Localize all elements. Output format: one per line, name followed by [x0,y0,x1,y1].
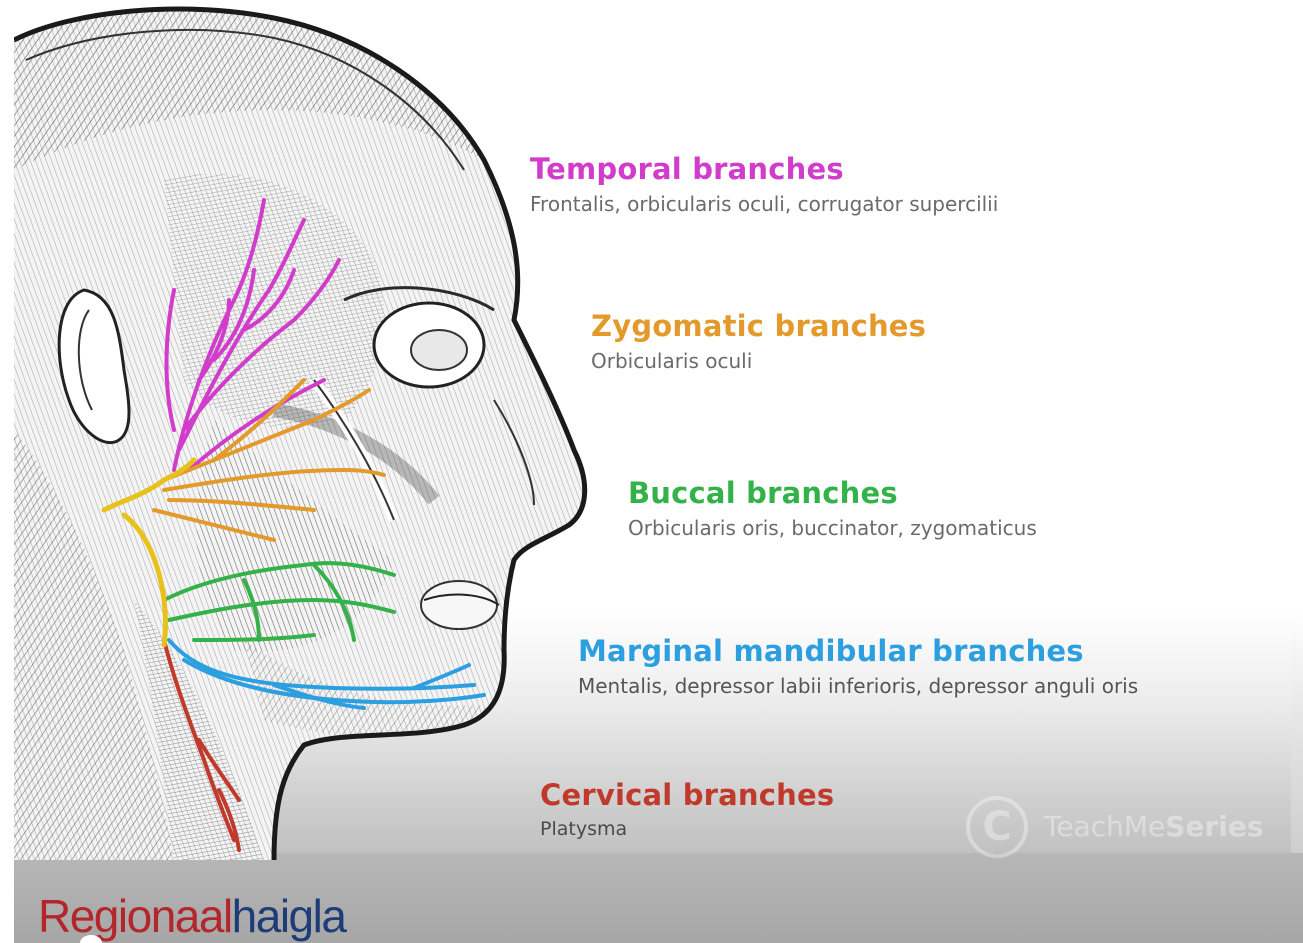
head-anatomy-illustration [14,0,614,860]
logo-part-haigla: haigla [232,890,346,942]
cervical-branch-annotation: Cervical branches Platysma [540,778,834,840]
watermark-text-bold: Series [1165,810,1263,843]
regionaalhaigla-logo: Regionaalhaigla [38,893,345,939]
buccal-branch-annotation: Buccal branches Orbicularis oris, buccin… [628,476,1037,540]
zygomatic-branch-muscles: Orbicularis oculi [591,349,926,373]
copyright-symbol: C [982,804,1011,850]
temporal-branch-muscles: Frontalis, orbicularis oculi, corrugator… [530,192,998,216]
zygomatic-branch-title: Zygomatic branches [591,309,926,343]
teachmeseries-watermark: C TeachMeSeries [966,796,1296,862]
temporal-branch-title: Temporal branches [530,152,998,186]
logo-part-regionaal: Regionaal [38,890,232,942]
copyright-icon: C [966,796,1028,858]
buccal-branch-title: Buccal branches [628,476,1037,510]
buccal-branch-muscles: Orbicularis oris, buccinator, zygomaticu… [628,516,1037,540]
cervical-branch-muscles: Platysma [540,818,834,840]
left-edge [0,0,14,943]
watermark-text: TeachMeSeries [1044,810,1263,843]
zygomatic-branch-annotation: Zygomatic branches Orbicularis oculi [591,309,926,373]
watermark-text-light: TeachMe [1044,810,1165,843]
temporal-branch-annotation: Temporal branches Frontalis, orbicularis… [530,152,998,216]
marginal-mandibular-branch-annotation: Marginal mandibular branches Mentalis, d… [578,634,1138,698]
marginal-mandibular-branch-muscles: Mentalis, depressor labii inferioris, de… [578,674,1138,698]
marginal-mandibular-branch-title: Marginal mandibular branches [578,634,1138,668]
cervical-branch-title: Cervical branches [540,778,834,812]
